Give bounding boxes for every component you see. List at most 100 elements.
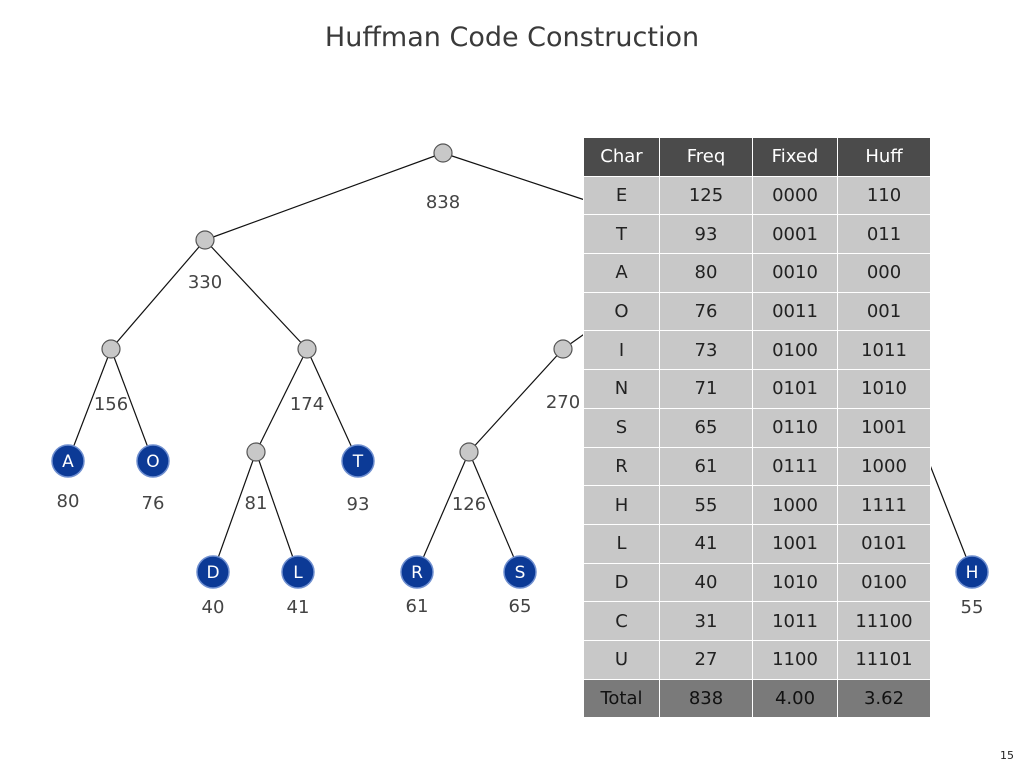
table-row: A 80 0010 000 [583, 253, 931, 293]
leaf-node [400, 555, 434, 589]
cell-fixed: 1011 [752, 601, 838, 641]
leaf-freq: 40 [202, 597, 225, 618]
edge-root-right [442, 152, 601, 206]
cell-fixed: 0010 [752, 253, 838, 293]
weight-81: 81 [245, 493, 268, 514]
edge-330-156 [110, 239, 206, 350]
weight-126: 126 [452, 494, 486, 515]
cell-char: E [583, 175, 660, 216]
cell-char: O [583, 291, 660, 332]
cell-freq: 41 [659, 523, 753, 564]
cell-huff: 000 [837, 253, 931, 293]
cell-freq: 125 [659, 175, 753, 216]
leaf-D: D 40 [196, 555, 230, 618]
leaf-freq: 80 [57, 491, 80, 512]
leaf-node [136, 444, 170, 478]
leaf-node [196, 555, 230, 589]
leaf-label: H [966, 563, 979, 583]
node-270 [553, 339, 573, 359]
cell-char: N [583, 369, 660, 409]
cell-char: C [583, 601, 660, 641]
table-row: I 73 0100 1011 [583, 330, 931, 371]
cell-freq: 93 [659, 214, 753, 255]
cell-char: D [583, 562, 660, 603]
header-freq: Freq [659, 137, 753, 177]
leaf-label: R [411, 563, 423, 583]
node-root [433, 143, 453, 163]
weight-330: 330 [188, 272, 222, 293]
cell-fixed: 0001 [752, 214, 838, 255]
cell-fixed: 0000 [752, 175, 838, 216]
leaf-node [955, 555, 989, 589]
cell-huff: 1000 [837, 446, 931, 487]
cell-huff: 1011 [837, 330, 931, 371]
cell-char: U [583, 639, 660, 680]
leaf-label: D [206, 563, 219, 583]
cell-fixed: 1001 [752, 523, 838, 564]
page-title: Huffman Code Construction [324, 22, 700, 53]
edge-126-S [468, 451, 521, 573]
leaf-label: L [293, 563, 303, 583]
cell-huff: 1010 [837, 369, 931, 409]
cell-char: H [583, 485, 660, 525]
node-156 [101, 339, 121, 359]
page-number: 15 [1000, 749, 1014, 762]
table-total-row: Total 838 4.00 3.62 [583, 678, 931, 719]
leaf-label: O [146, 452, 159, 472]
edge-126-R [416, 451, 470, 573]
tree-weights: 838 330 156 174 270 81 126 [94, 192, 580, 515]
leaf-label: S [515, 563, 526, 583]
weight-270: 270 [546, 392, 580, 413]
table-row: N 71 0101 1010 [583, 369, 931, 409]
header-char: Char [583, 137, 660, 177]
tree-edges [67, 152, 973, 573]
header-huff: Huff [837, 137, 931, 177]
leaf-freq: 76 [142, 493, 165, 514]
leaf-freq: 55 [961, 597, 984, 618]
edge-330-174 [204, 239, 308, 350]
code-table: Char Freq Fixed Huff E 125 0000 110 T 93… [583, 137, 931, 719]
weight-root: 838 [426, 192, 460, 213]
node-126 [459, 442, 479, 462]
total-freq: 838 [659, 678, 753, 719]
total-label: Total [583, 678, 660, 719]
edge-174-81 [255, 348, 308, 453]
cell-huff: 1001 [837, 407, 931, 448]
cell-freq: 55 [659, 485, 753, 525]
cell-freq: 71 [659, 369, 753, 409]
cell-fixed: 0101 [752, 369, 838, 409]
cell-char: S [583, 407, 660, 448]
leaf-freq: 61 [406, 596, 429, 617]
header-fixed: Fixed [752, 137, 838, 177]
table-row: L 41 1001 0101 [583, 523, 931, 564]
cell-huff: 0100 [837, 562, 931, 603]
edge-174-T [306, 348, 359, 462]
leaf-node [341, 444, 375, 478]
edge-right-H [927, 459, 973, 573]
leaf-O: O 76 [136, 444, 170, 514]
edge-81-D [212, 451, 257, 573]
cell-freq: 27 [659, 639, 753, 680]
edge-156-O [110, 348, 154, 462]
cell-fixed: 0110 [752, 407, 838, 448]
leaf-T: T 93 [341, 444, 375, 515]
leaf-freq: 41 [287, 597, 310, 618]
table-row: S 65 0110 1001 [583, 407, 931, 448]
leaf-S: S 65 [503, 555, 537, 617]
cell-huff: 0101 [837, 523, 931, 564]
leaf-node [281, 555, 315, 589]
table-row: H 55 1000 1111 [583, 485, 931, 525]
node-330 [195, 230, 215, 250]
cell-freq: 80 [659, 253, 753, 293]
weight-156: 156 [94, 394, 128, 415]
leaf-label: T [352, 452, 364, 472]
leaf-L: L 41 [281, 555, 315, 618]
cell-freq: 61 [659, 446, 753, 487]
cell-char: I [583, 330, 660, 371]
weight-174: 174 [290, 394, 324, 415]
leaf-A: A 80 [51, 444, 85, 512]
cell-fixed: 1000 [752, 485, 838, 525]
edge-156-A [67, 348, 112, 462]
tree-internal-nodes [101, 143, 573, 462]
cell-fixed: 0100 [752, 330, 838, 371]
